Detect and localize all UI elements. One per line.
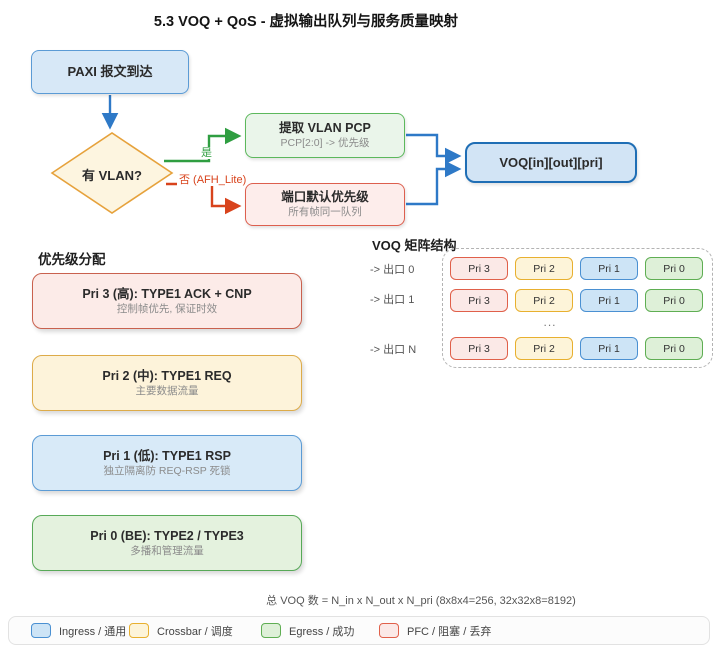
node-title: 提取 VLAN PCP bbox=[279, 121, 371, 136]
node-subtitle: 所有帧同一队列 bbox=[288, 206, 362, 219]
matrix-cell: Pri 1 bbox=[580, 289, 638, 312]
legend: Ingress / 通用 Crossbar / 调度 Egress / 成功 P… bbox=[8, 616, 710, 645]
legend-item-egress: Egress / 成功 bbox=[261, 617, 354, 644]
priority-subtitle: 多播和管理流量 bbox=[130, 544, 204, 557]
priority-subtitle: 控制帧优先, 保证时效 bbox=[116, 302, 218, 315]
matrix-cell: Pri 2 bbox=[515, 289, 573, 312]
matrix-cell: Pri 3 bbox=[450, 257, 508, 280]
matrix-row-label-1: -> 出口 1 bbox=[370, 294, 415, 306]
matrix-row-label-n: -> 出口 N bbox=[370, 344, 417, 356]
arrow-no-to-default bbox=[166, 182, 242, 215]
legend-item-pfc: PFC / 阻塞 / 丢弃 bbox=[379, 617, 491, 644]
legend-swatch-green bbox=[261, 623, 281, 638]
legend-swatch-blue bbox=[31, 623, 51, 638]
legend-label: Ingress / 通用 bbox=[59, 625, 127, 638]
priority-section-heading: 优先级分配 bbox=[38, 252, 106, 267]
priority-title: Pri 0 (BE): TYPE2 / TYPE3 bbox=[90, 528, 244, 543]
matrix-row-label-0: -> 出口 0 bbox=[370, 264, 415, 276]
node-port-default-priority: 端口默认优先级 所有帧同一队列 bbox=[245, 183, 405, 226]
priority-card-pri0: Pri 0 (BE): TYPE2 / TYPE3 多播和管理流量 bbox=[32, 515, 302, 571]
matrix-cell: Pri 1 bbox=[580, 257, 638, 280]
legend-swatch-yellow bbox=[129, 623, 149, 638]
priority-card-pri2: Pri 2 (中): TYPE1 REQ 主要数据流量 bbox=[32, 355, 302, 411]
legend-swatch-red bbox=[379, 623, 399, 638]
matrix-ellipsis: ... bbox=[543, 315, 557, 329]
legend-item-ingress: Ingress / 通用 bbox=[31, 617, 126, 644]
matrix-cell: Pri 0 bbox=[645, 257, 703, 280]
node-label: VOQ[in][out][pri] bbox=[499, 154, 603, 170]
node-voq: VOQ[in][out][pri] bbox=[465, 142, 637, 183]
priority-subtitle: 独立隔离防 REQ-RSP 死锁 bbox=[103, 464, 231, 477]
no-edge-label: 否 (AFH_Lite) bbox=[177, 174, 249, 187]
node-subtitle: PCP[2:0] -> 优先级 bbox=[280, 137, 370, 150]
arrow-vlan-to-voq bbox=[406, 133, 462, 165]
node-paxi-arrival: PAXI 报文到达 bbox=[31, 50, 189, 94]
matrix-cell: Pri 0 bbox=[645, 337, 703, 360]
priority-title: Pri 1 (低): TYPE1 RSP bbox=[103, 448, 231, 463]
priority-card-pri3: Pri 3 (高): TYPE1 ACK + CNP 控制帧优先, 保证时效 bbox=[32, 273, 302, 329]
matrix-cell: Pri 0 bbox=[645, 289, 703, 312]
matrix-cell: Pri 3 bbox=[450, 289, 508, 312]
arrow-default-to-voq bbox=[406, 160, 462, 206]
node-title: 端口默认优先级 bbox=[281, 190, 369, 205]
total-voq-note: 总 VOQ 数 = N_in x N_out x N_pri (8x8x4=25… bbox=[266, 595, 576, 607]
yes-edge-label: 是 bbox=[200, 147, 213, 160]
priority-subtitle: 主要数据流量 bbox=[135, 384, 199, 397]
legend-label: Egress / 成功 bbox=[289, 625, 355, 638]
node-extract-vlan-pcp: 提取 VLAN PCP PCP[2:0] -> 优先级 bbox=[245, 113, 405, 158]
legend-item-crossbar: Crossbar / 调度 bbox=[129, 617, 233, 644]
matrix-cell: Pri 1 bbox=[580, 337, 638, 360]
node-label: PAXI 报文到达 bbox=[67, 64, 153, 80]
matrix-container bbox=[442, 248, 713, 368]
priority-title: Pri 2 (中): TYPE1 REQ bbox=[102, 368, 232, 383]
priority-card-pri1: Pri 1 (低): TYPE1 RSP 独立隔离防 REQ-RSP 死锁 bbox=[32, 435, 302, 491]
priority-title: Pri 3 (高): TYPE1 ACK + CNP bbox=[82, 286, 252, 301]
matrix-cell: Pri 3 bbox=[450, 337, 508, 360]
legend-label: Crossbar / 调度 bbox=[157, 625, 233, 638]
legend-label: PFC / 阻塞 / 丢弃 bbox=[407, 625, 492, 638]
matrix-cell: Pri 2 bbox=[515, 337, 573, 360]
decision-label: 有 VLAN? bbox=[82, 168, 142, 183]
diagram-title: 5.3 VOQ + QoS - 虚拟输出队列与服务质量映射 bbox=[153, 14, 459, 30]
matrix-heading: VOQ 矩阵结构 bbox=[372, 238, 457, 253]
matrix-cell: Pri 2 bbox=[515, 257, 573, 280]
